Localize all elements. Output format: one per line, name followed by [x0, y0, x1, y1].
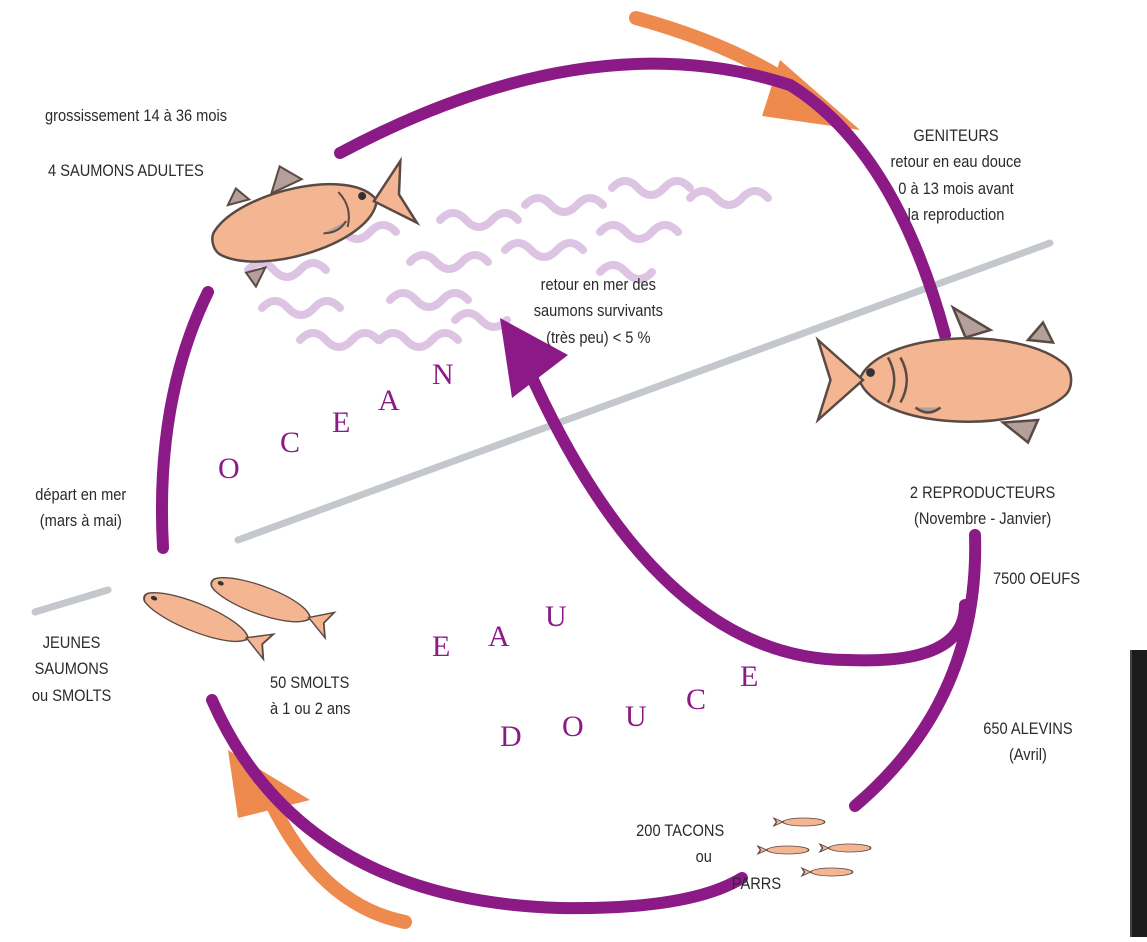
eau-letter-a: A	[488, 620, 510, 653]
spawners-label: 2 REPRODUCTEURS (Novembre - Janvier)	[909, 483, 1056, 529]
eau-letter-e: E	[432, 630, 451, 663]
spawner-salmon-fish	[816, 304, 1073, 445]
arc-ocean-growth	[155, 286, 214, 554]
eau-letter-u: U	[545, 600, 567, 633]
fry-label: 650 ALEVINS (Avril)	[983, 719, 1073, 765]
parr-fish-group	[757, 817, 872, 877]
ocean-letter-e: E	[332, 406, 351, 439]
seaward-departure-label: départ en mer (mars à mai)	[35, 485, 127, 531]
shoreline	[31, 239, 1054, 616]
adult-salmon-label: 4 SAUMONS ADULTES	[48, 161, 204, 180]
arc-eggs-to-fry	[849, 529, 982, 812]
douce-letter-c: C	[686, 683, 707, 716]
douce-letter-o: O	[562, 710, 584, 743]
parr-label: 200 TACONS ou PARRS	[636, 821, 782, 893]
eggs-label: 7500 OEUFS	[993, 569, 1080, 588]
ocean-letter-o: O	[218, 452, 240, 485]
smolt-fish-group	[138, 568, 336, 661]
douce-letter-e: E	[740, 660, 759, 693]
ocean-waves	[244, 177, 772, 351]
geniteurs-label: GENITEURS retour en eau douce 0 à 13 moi…	[890, 126, 1022, 225]
arc-return-to-sea	[524, 367, 971, 667]
smolt-count-label: 50 SMOLTS à 1 ou 2 ans	[270, 673, 351, 719]
young-salmon-label: JEUNES SAUMONS ou SMOLTS	[31, 633, 112, 705]
return-to-sea-label: retour en mer des saumons survivants (tr…	[533, 275, 663, 347]
arc-freshwater-growth	[206, 694, 748, 915]
douce-letter-d: D	[500, 720, 522, 753]
growth-duration-label: grossissement 14 à 36 mois	[45, 106, 228, 125]
photo-edge-fragment	[1130, 650, 1147, 937]
arrow-head-return-to-sea	[500, 318, 568, 398]
life-cycle-arcs	[155, 57, 982, 915]
ocean-letter-c: C	[280, 426, 301, 459]
douce-letter-u: U	[625, 700, 647, 733]
adult-salmon-fish	[203, 158, 419, 289]
ocean-letter-a: A	[378, 384, 400, 417]
ocean-letter-n: N	[432, 358, 454, 391]
arc-ocean-migration	[334, 57, 951, 341]
